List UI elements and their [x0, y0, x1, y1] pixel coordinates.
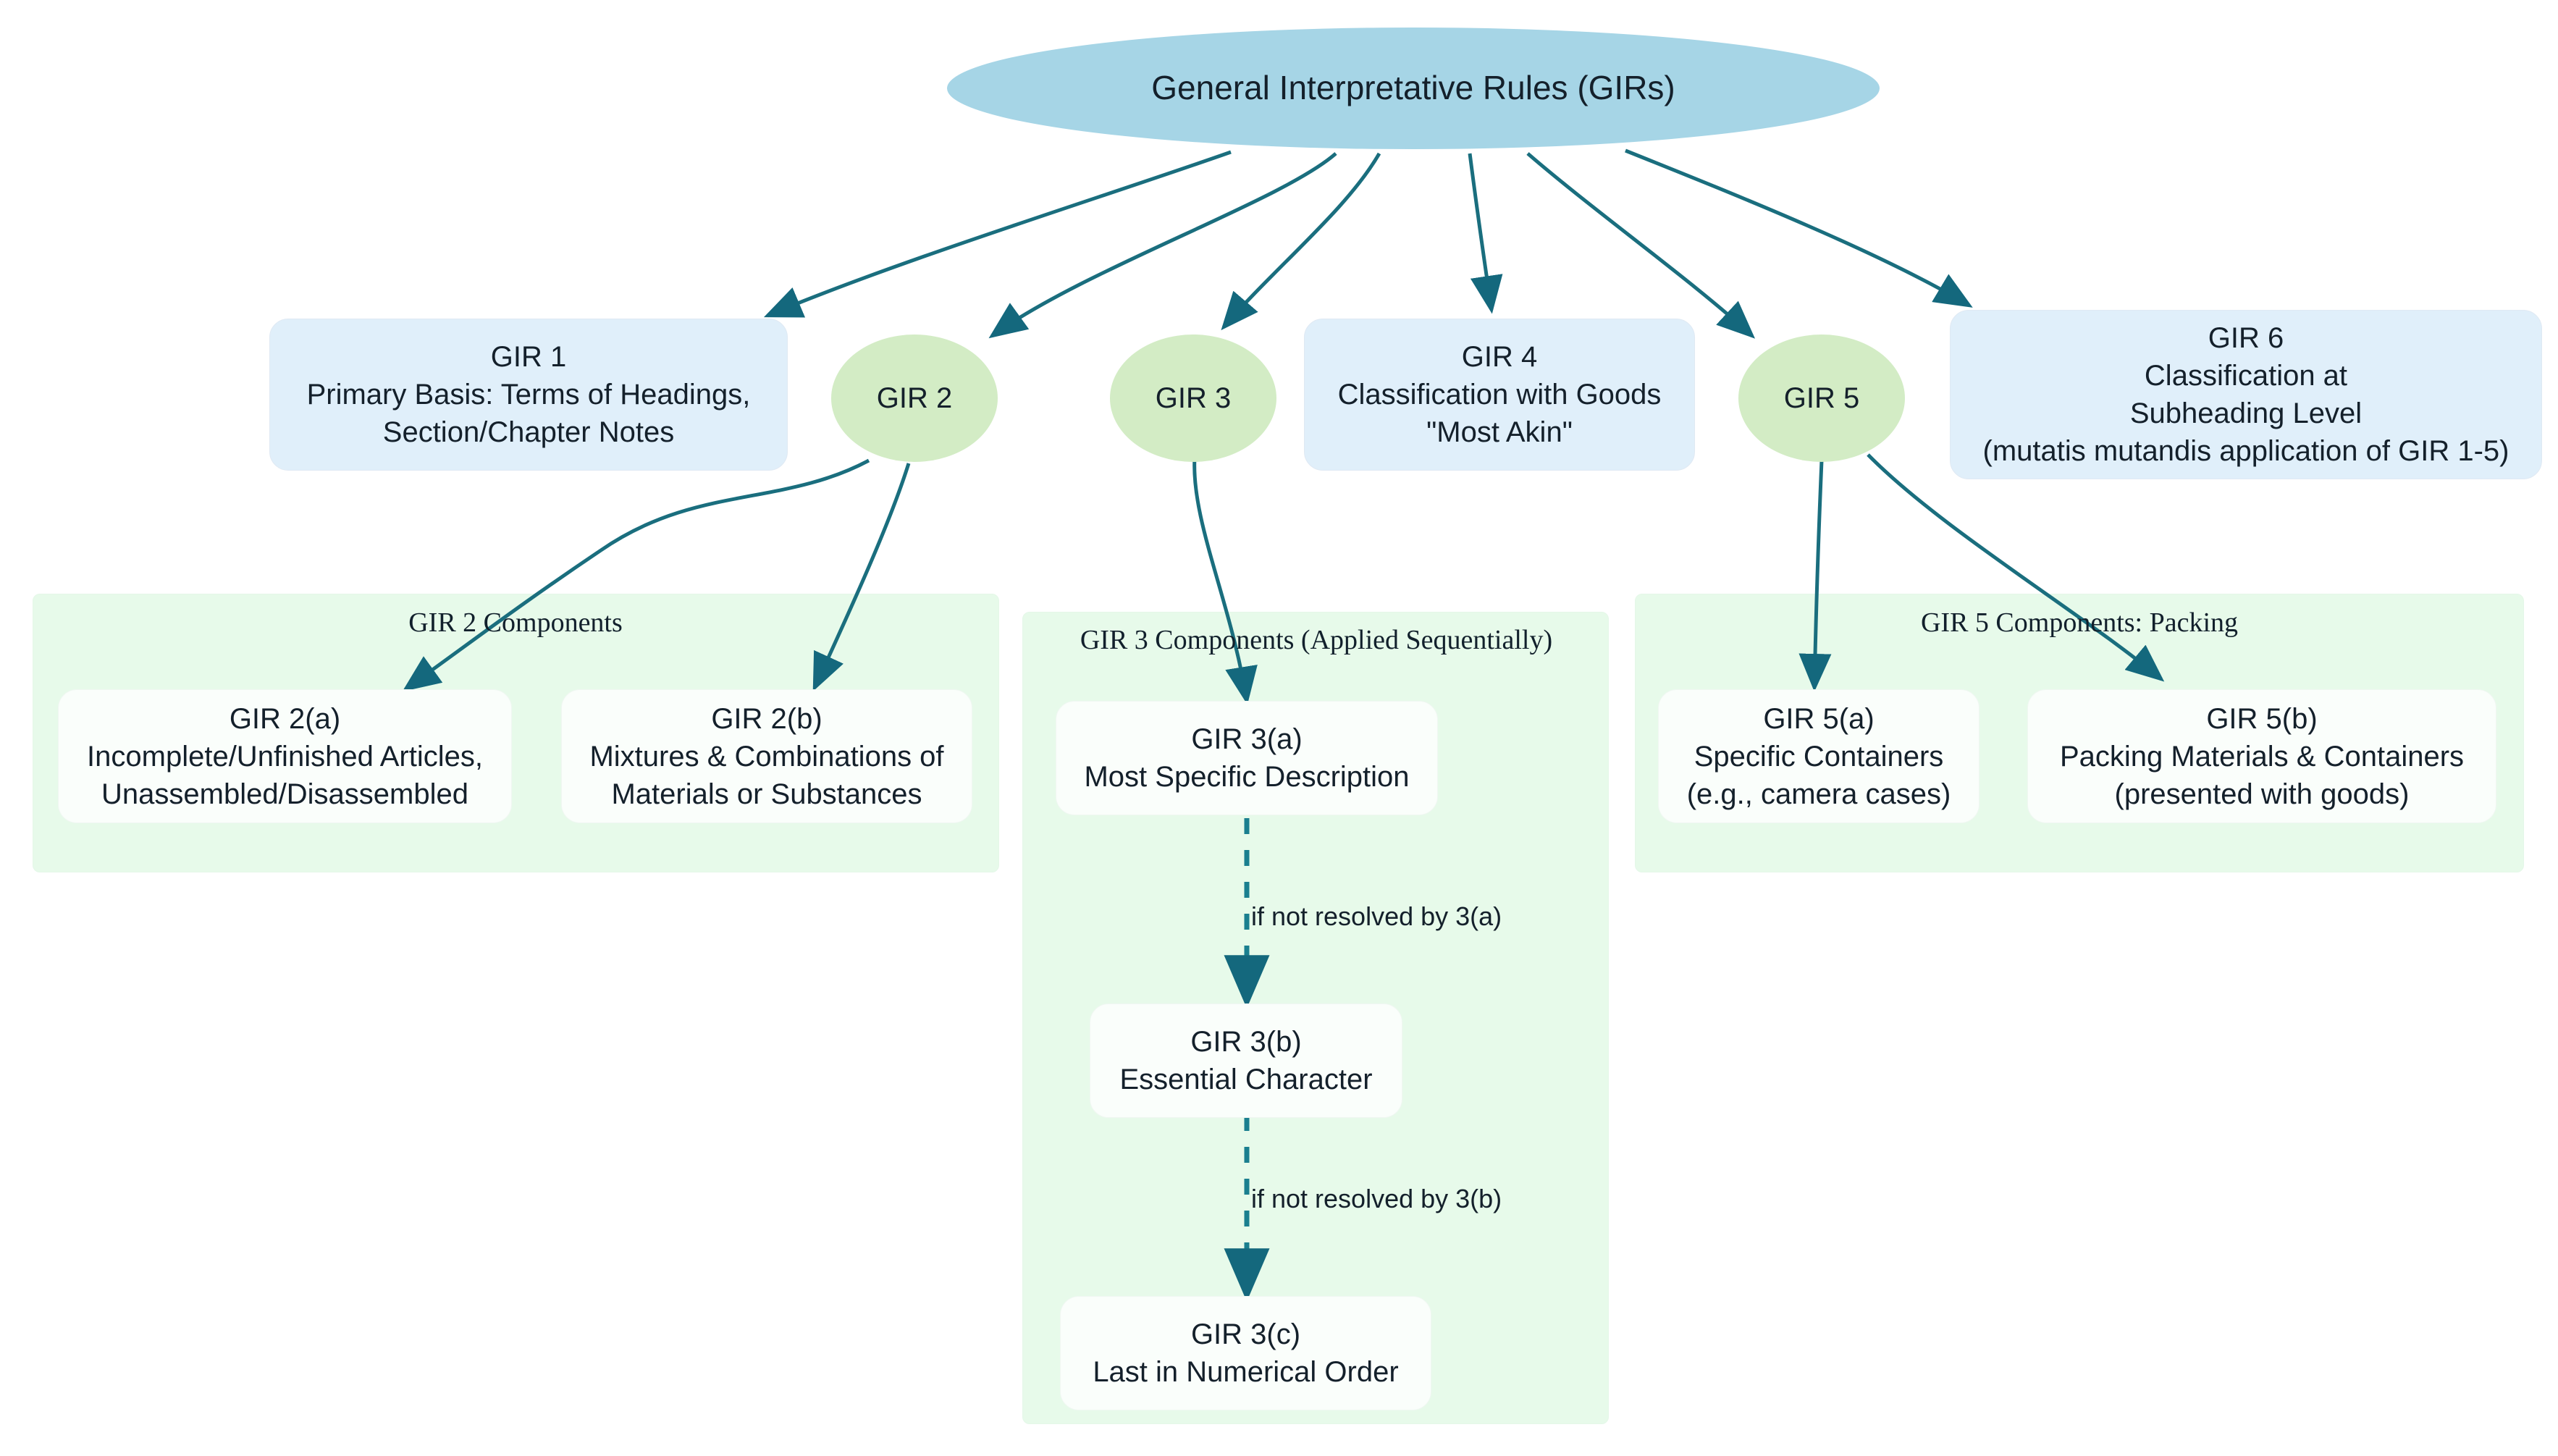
node-gir3c[interactable]: GIR 3(c) Last in Numerical Order	[1060, 1296, 1431, 1410]
node-gir3[interactable]: GIR 3	[1110, 334, 1276, 462]
cluster-gir2-title: GIR 2 Components	[408, 607, 623, 638]
node-gir2[interactable]: GIR 2	[831, 334, 998, 462]
node-gir5b[interactable]: GIR 5(b) Packing Materials & Containers …	[2027, 689, 2496, 823]
node-gir2a[interactable]: GIR 2(a) Incomplete/Unfinished Articles,…	[58, 689, 512, 823]
node-gir1[interactable]: GIR 1 Primary Basis: Terms of Headings, …	[269, 319, 788, 471]
cluster-gir3-title: GIR 3 Components (Applied Sequentially)	[1080, 625, 1553, 655]
edge-label-3b-3c: if not resolved by 3(b)	[1251, 1184, 1502, 1213]
cluster-gir5-title: GIR 5 Components: Packing	[1920, 607, 2239, 638]
node-gir6[interactable]: GIR 6 Classification at Subheading Level…	[1950, 310, 2542, 479]
node-gir3b[interactable]: GIR 3(b) Essential Character	[1090, 1003, 1402, 1118]
node-gir5[interactable]: GIR 5	[1738, 334, 1905, 462]
node-gir3a[interactable]: GIR 3(a) Most Specific Description	[1056, 701, 1438, 815]
node-gir-root[interactable]: General Interpretative Rules (GIRs)	[947, 28, 1880, 149]
node-gir5a[interactable]: GIR 5(a) Specific Containers (e.g., came…	[1658, 689, 1979, 823]
node-gir2b[interactable]: GIR 2(b) Mixtures & Combinations of Mate…	[561, 689, 972, 823]
node-gir4[interactable]: GIR 4 Classification with Goods "Most Ak…	[1304, 319, 1695, 471]
edge-label-3a-3b: if not resolved by 3(a)	[1251, 901, 1502, 931]
